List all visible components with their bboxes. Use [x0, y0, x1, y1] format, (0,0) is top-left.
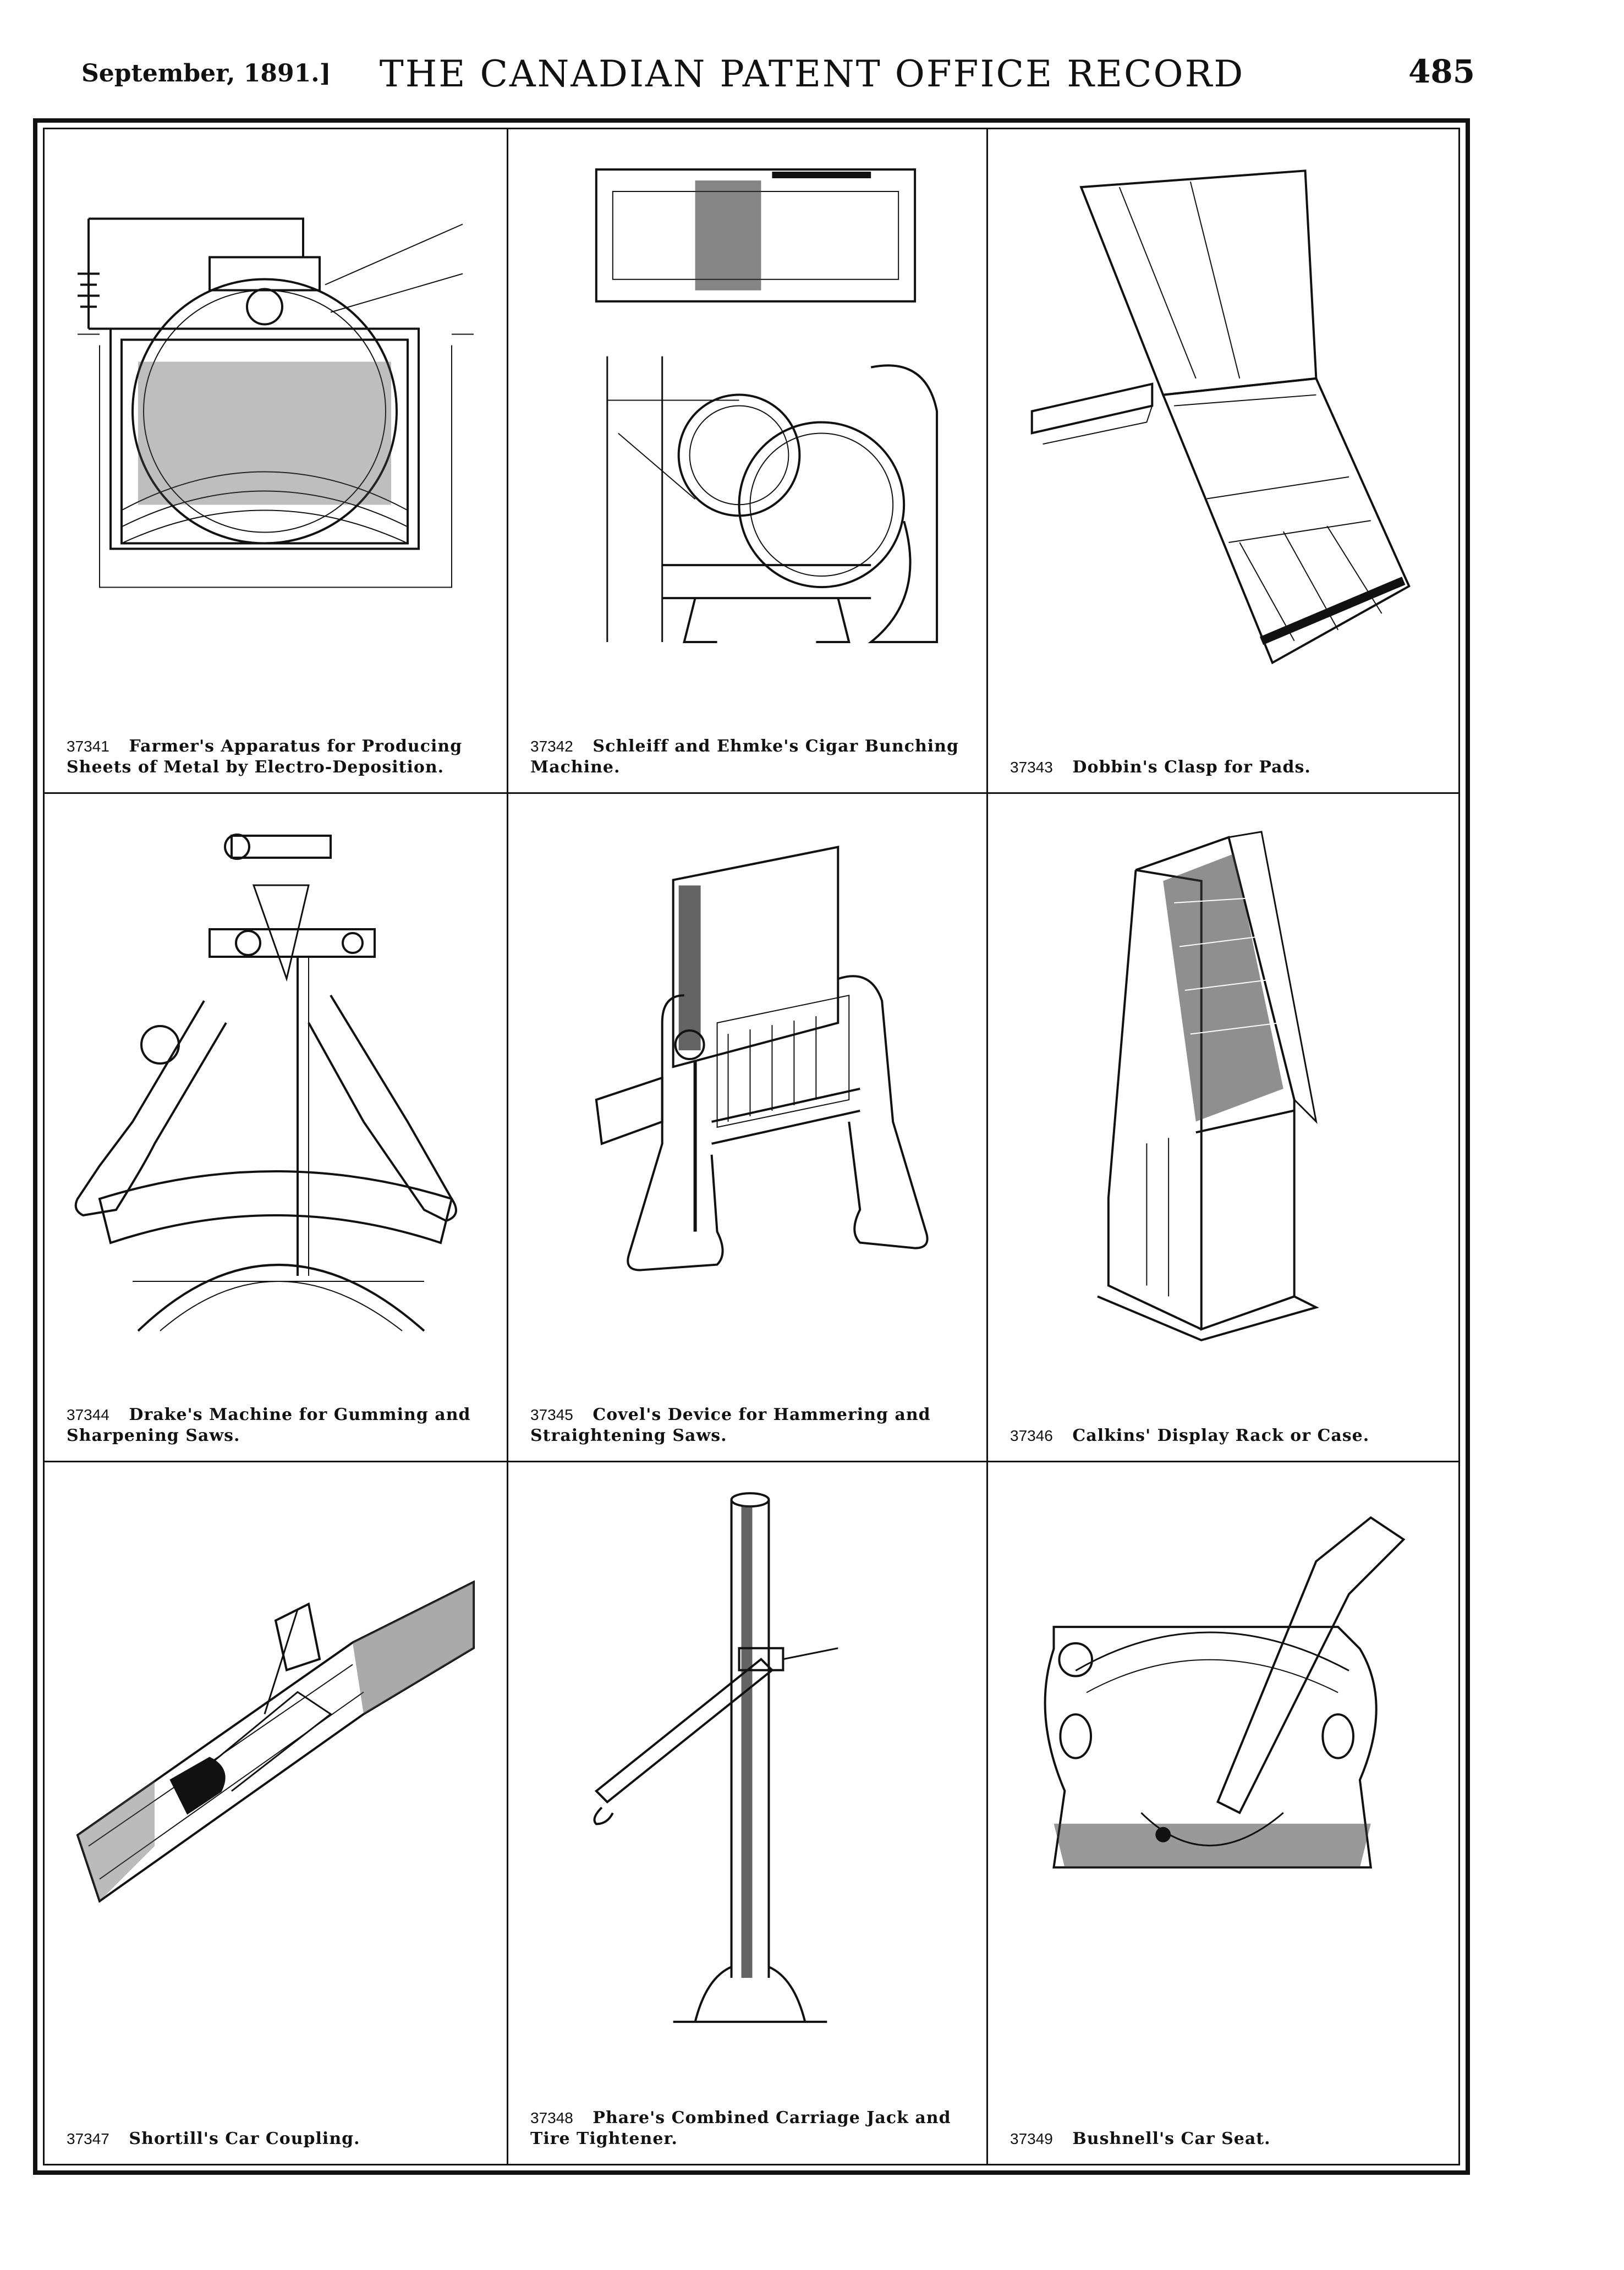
- page-header: September, 1891.] THE CANADIAN PATENT OF…: [0, 0, 1624, 116]
- patent-title: Drake's Machine for Gumming and Sharpeni…: [67, 1405, 471, 1445]
- patent-number: 37342: [530, 738, 573, 755]
- patent-caption: 37343 Dobbin's Clasp for Pads.: [1010, 757, 1436, 778]
- patent-caption: 37341 Farmer's Apparatus for Producing S…: [67, 736, 485, 778]
- column-divider: [507, 129, 508, 2164]
- display-rack-illustration: [1010, 810, 1436, 1345]
- saw-hammering-device-illustration: [530, 810, 964, 1345]
- patent-number: 37346: [1010, 1427, 1053, 1444]
- patent-caption: 37346 Calkins' Display Rack or Case.: [1010, 1425, 1436, 1446]
- row-divider: [45, 792, 1458, 794]
- column-divider: [986, 129, 988, 2164]
- patent-number: 37345: [530, 1406, 573, 1423]
- patent-number: 37347: [67, 2130, 109, 2147]
- patent-title: Phare's Combined Carriage Jack and Tire …: [530, 2108, 951, 2148]
- carriage-jack-illustration: [530, 1479, 964, 2048]
- publication-title: THE CANADIAN PATENT OFFICE RECORD: [379, 53, 1245, 95]
- patent-number: 37348: [530, 2109, 573, 2126]
- patent-cell-37342: 37342 Schleiff and Ehmke's Cigar Bunchin…: [508, 129, 986, 792]
- patent-title: Farmer's Apparatus for Producing Sheets …: [67, 737, 463, 777]
- patent-caption: 37344 Drake's Machine for Gumming and Sh…: [67, 1405, 485, 1446]
- patent-title: Schleiff and Ehmke's Cigar Bunching Mach…: [530, 737, 959, 777]
- patent-caption: 37348 Phare's Combined Carriage Jack and…: [530, 2108, 964, 2150]
- patent-number: 37343: [1010, 759, 1053, 776]
- patent-cell-37346: 37346 Calkins' Display Rack or Case.: [988, 794, 1458, 1461]
- patent-cell-37349: 37349 Bushnell's Car Seat.: [988, 1462, 1458, 2164]
- patent-caption: 37345 Covel's Device for Hammering and S…: [530, 1405, 964, 1446]
- electro-deposition-apparatus-illustration: [67, 146, 485, 677]
- patent-title: Dobbin's Clasp for Pads.: [1072, 758, 1311, 777]
- pad-clasp-illustration: [1010, 146, 1436, 677]
- patent-caption: 37349 Bushnell's Car Seat.: [1010, 2129, 1436, 2150]
- patent-number: 37341: [67, 738, 109, 755]
- patent-caption: 37347 Shortill's Car Coupling.: [67, 2129, 485, 2150]
- patent-cell-37348: 37348 Phare's Combined Carriage Jack and…: [508, 1462, 986, 2164]
- patent-number: 37349: [1010, 2130, 1053, 2147]
- car-coupling-illustration: [67, 1479, 485, 2048]
- patent-cell-37344: 37344 Drake's Machine for Gumming and Sh…: [45, 794, 507, 1461]
- car-seat-illustration: [1010, 1479, 1436, 2048]
- patent-illustration-grid: 37341 Farmer's Apparatus for Producing S…: [45, 129, 1458, 2164]
- patent-cell-37345: 37345 Covel's Device for Hammering and S…: [508, 794, 986, 1461]
- patent-cell-37343: 37343 Dobbin's Clasp for Pads.: [988, 129, 1458, 792]
- page-border-inner: [43, 128, 1460, 2165]
- cigar-bunching-machine-illustration: [530, 146, 964, 677]
- patent-title: Calkins' Display Rack or Case.: [1072, 1426, 1370, 1445]
- patent-title: Covel's Device for Hammering and Straigh…: [530, 1405, 931, 1445]
- saw-gumming-machine-illustration: [67, 810, 485, 1345]
- patent-cell-37347: 37347 Shortill's Car Coupling.: [45, 1462, 507, 2164]
- patent-caption: 37342 Schleiff and Ehmke's Cigar Bunchin…: [530, 736, 964, 778]
- patent-title: Shortill's Car Coupling.: [129, 2129, 360, 2148]
- row-divider: [45, 1461, 1458, 1462]
- patent-cell-37341: 37341 Farmer's Apparatus for Producing S…: [45, 129, 507, 792]
- patent-number: 37344: [67, 1406, 109, 1423]
- patent-title: Bushnell's Car Seat.: [1072, 2129, 1271, 2148]
- issue-date: September, 1891.]: [81, 59, 331, 87]
- page-border-outer: [33, 118, 1470, 2175]
- page-number: 485: [1408, 53, 1475, 90]
